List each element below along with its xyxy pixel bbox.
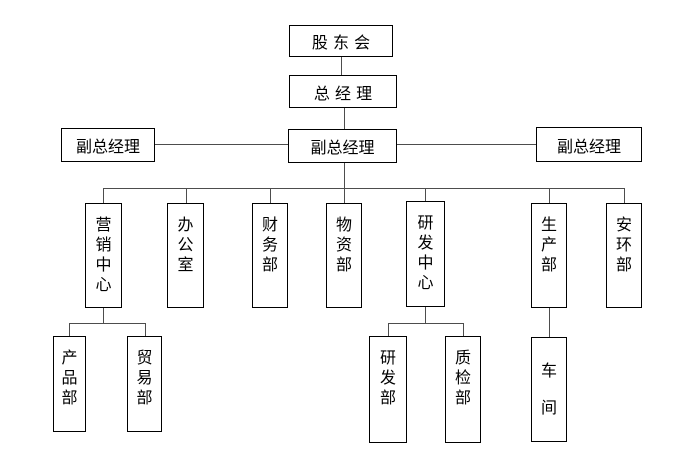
node-label: 安环部 xyxy=(616,215,633,274)
connector-drop-safety-env xyxy=(624,188,625,203)
node-label: 研发部 xyxy=(380,348,397,407)
node-label: 营销中心 xyxy=(95,215,112,294)
connector-drop-marketing xyxy=(103,188,104,203)
connector-deputy-left xyxy=(155,144,288,145)
node-rnd-center: 研发中心 xyxy=(406,201,445,307)
node-materials-dept: 物资部 xyxy=(326,203,362,308)
connector-department-bus xyxy=(103,188,624,189)
node-safety-env-dept: 安环部 xyxy=(606,203,642,308)
connector-drop-office xyxy=(186,188,187,203)
connector-rnd-split xyxy=(388,323,463,324)
connector-rnd-down xyxy=(425,307,426,323)
node-trade-dept: 贸易部 xyxy=(127,336,162,432)
node-marketing-center: 营销中心 xyxy=(85,203,122,308)
node-label: 办公室 xyxy=(177,215,194,274)
node-label: 研发中心 xyxy=(417,213,434,292)
node-label: 产品部 xyxy=(61,348,78,407)
node-label: 生产部 xyxy=(541,215,558,274)
node-deputy-general-manager-right: 副总经理 xyxy=(536,127,642,162)
node-office: 办公室 xyxy=(167,203,204,308)
connector-drop-production xyxy=(549,188,550,203)
node-product-dept: 产品部 xyxy=(53,336,86,432)
connector-drop-product xyxy=(69,323,70,336)
connector-marketing-split xyxy=(69,323,145,324)
node-deputy-general-manager-left: 副总经理 xyxy=(61,128,155,162)
node-general-manager: 总 经 理 xyxy=(289,75,397,108)
connector-deputy-right xyxy=(397,144,536,145)
node-finance-dept: 财务部 xyxy=(252,203,288,308)
node-label: 财务部 xyxy=(262,215,279,274)
connector-marketing-down xyxy=(103,308,104,323)
node-label: 质检部 xyxy=(455,348,472,407)
node-label: 车间 xyxy=(541,361,558,417)
connector-drop-rnd-center xyxy=(425,188,426,201)
connector-drop-trade xyxy=(145,323,146,336)
node-label: 物资部 xyxy=(336,215,353,274)
connector-drop-finance xyxy=(270,188,271,203)
connector-shareholders-gm xyxy=(341,57,342,75)
node-shareholders-meeting: 股 东 会 xyxy=(289,25,393,57)
node-rnd-dept: 研发部 xyxy=(369,336,407,443)
node-deputy-general-manager-center: 副总经理 xyxy=(288,129,397,163)
connector-drop-rnd-dept xyxy=(388,323,389,336)
node-workshop: 车间 xyxy=(531,337,567,442)
connector-drop-materials xyxy=(344,188,345,203)
node-production-dept: 生产部 xyxy=(531,203,567,308)
connector-production-workshop xyxy=(549,308,550,337)
node-quality-inspection-dept: 质检部 xyxy=(445,336,481,443)
connector-drop-quality xyxy=(463,323,464,336)
node-label: 贸易部 xyxy=(136,348,153,407)
connector-gm-deputy xyxy=(344,108,345,129)
connector-deputy-bus xyxy=(344,163,345,188)
